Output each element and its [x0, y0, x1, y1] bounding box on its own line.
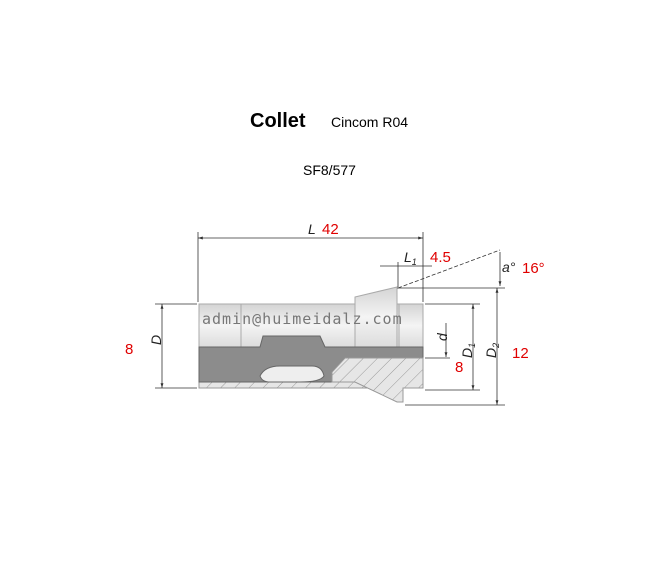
collet-body [198, 286, 424, 403]
dim-D2-label: D2 [483, 343, 501, 358]
dimension-lines [155, 232, 505, 406]
dim-L1-label: L1 [404, 249, 417, 267]
dim-angle-value: 16° [522, 260, 545, 277]
subtitle: Cincom R04 [331, 114, 409, 130]
dim-L-value: 42 [322, 221, 339, 238]
dim-D2-value: 12 [512, 345, 529, 362]
watermark: admin@huimeidalz.com [202, 310, 403, 328]
dim-angle-label: a° [502, 259, 516, 275]
dim-D1-label: D1 [459, 343, 477, 358]
dim-D-label: D [148, 335, 164, 345]
dim-D-value: 8 [125, 341, 133, 358]
dim-L1-value: 4.5 [430, 249, 451, 266]
title: Collet [250, 110, 306, 132]
dim-d-label: d [434, 332, 450, 341]
part-code: SF8/577 [303, 162, 356, 178]
dim-L-label: L [308, 221, 316, 237]
dim-D1-value: 8 [455, 359, 463, 376]
